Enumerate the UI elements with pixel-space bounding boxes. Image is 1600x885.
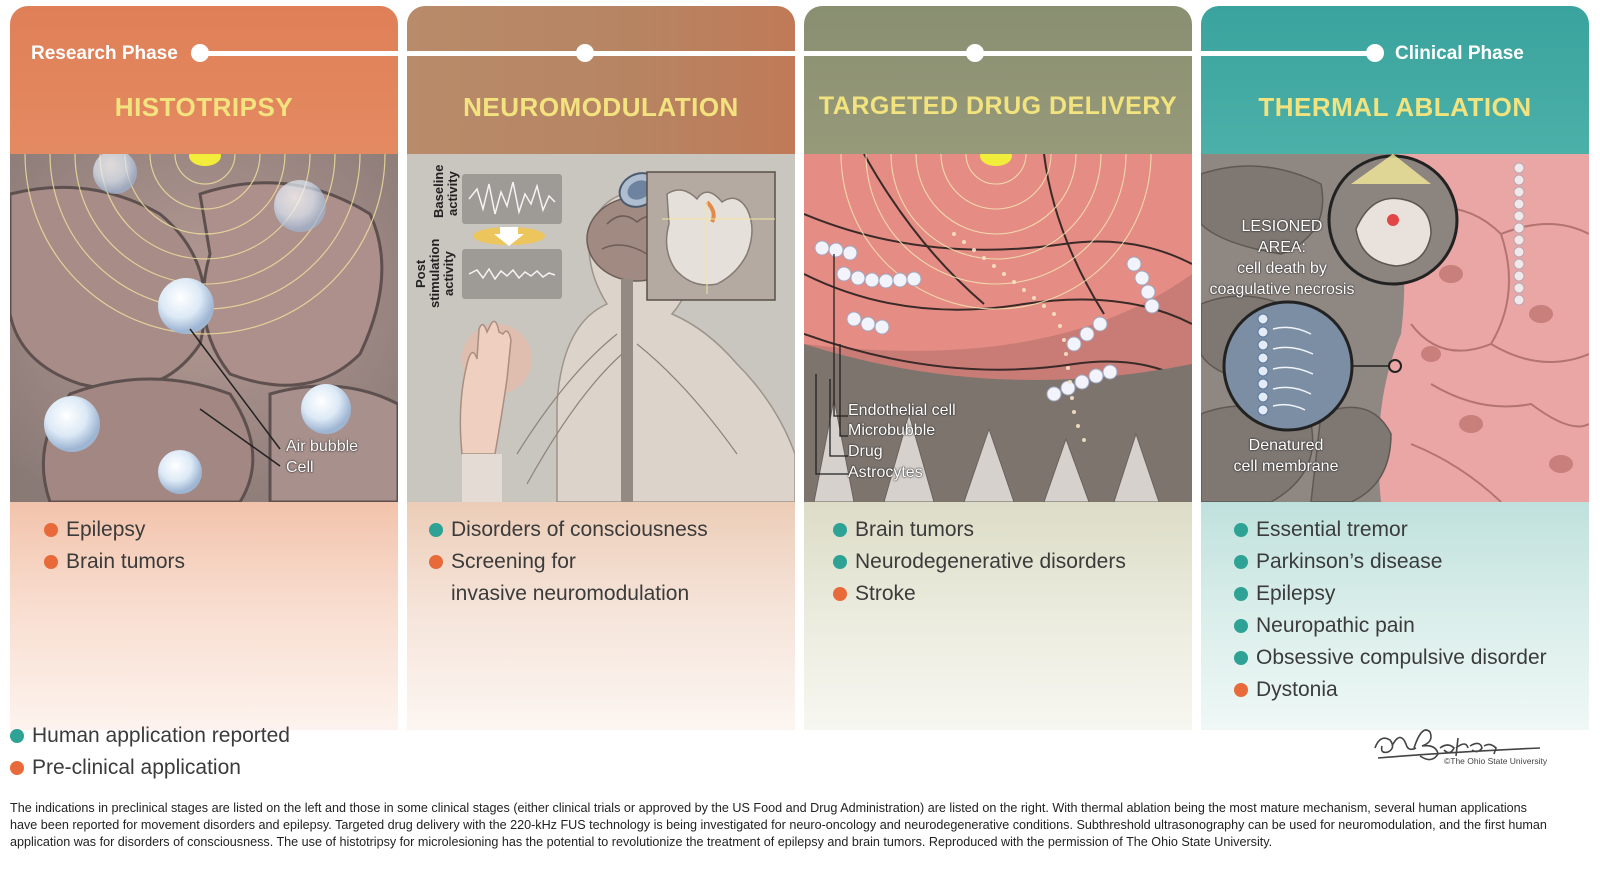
baseline-label: Baseline <box>431 164 446 218</box>
cell-membrane-label: cell membrane <box>1233 458 1339 475</box>
indication-list: Brain tumors Neurodegenerative disorders… <box>833 514 1126 610</box>
indications-area: Brain tumors Neurodegenerative disorders… <box>804 502 1192 730</box>
panel-histotripsy: HISTOTRIPSY <box>10 6 398 730</box>
panel-title: TARGETED DRUG DELIVERY <box>818 92 1178 120</box>
thermal-ablation-illustration: LESIONED AREA: cell death by coagulative… <box>1201 154 1589 503</box>
lesioned-label: LESIONED <box>1241 218 1323 235</box>
preclinical-dot <box>833 587 847 601</box>
copyright-credit: ©The Ohio State University <box>1444 756 1548 766</box>
panel-header: THERMAL ABLATION <box>1201 6 1589 154</box>
post-label: Post <box>413 259 428 288</box>
indication-list: Disorders of consciousness Screening for… <box>429 514 708 610</box>
human-dot <box>429 523 443 537</box>
drug-label: Drug <box>848 443 883 460</box>
human-dot <box>1234 555 1248 569</box>
panel-title: NEUROMODULATION <box>463 92 739 122</box>
microbubble-label: Microbubble <box>848 422 936 439</box>
preclinical-dot <box>429 555 443 569</box>
timeline-node <box>966 44 984 62</box>
cell-death-label: cell death by <box>1237 260 1327 277</box>
human-dot <box>10 729 24 743</box>
indication-item: Dystonia <box>1234 674 1547 706</box>
timeline-node <box>1366 44 1384 62</box>
panel-neuromodulation: NEUROMODULATION Baseline acti <box>407 6 795 730</box>
research-phase-label: Research Phase <box>31 43 178 64</box>
panel-header: HISTOTRIPSY <box>10 6 398 154</box>
artist-signature <box>1374 729 1541 761</box>
indication-item: Epilepsy <box>44 514 185 546</box>
drug-delivery-art <box>804 6 1192 503</box>
human-dot <box>1234 651 1248 665</box>
panel-header: NEUROMODULATION <box>407 6 795 154</box>
legend-item-human: Human application reported <box>10 720 290 752</box>
activity-label: activity <box>441 251 456 296</box>
indications-area: Disorders of consciousness Screening for… <box>407 502 795 730</box>
area-label: AREA: <box>1257 239 1306 256</box>
astrocytes-label: Astrocytes <box>848 464 923 481</box>
indication-item-continued: invasive neuromodulation <box>451 582 690 605</box>
clinical-phase-label: Clinical Phase <box>1395 43 1524 64</box>
timeline-node <box>191 44 209 62</box>
panel-targeted-drug-delivery: TARGETED DRUG DELIVERY <box>804 6 1192 730</box>
indication-item: Stroke <box>833 578 1126 610</box>
cell-label: Cell <box>286 459 314 476</box>
timeline-node <box>576 44 594 62</box>
air-bubble-label: Air bubble <box>286 438 359 455</box>
indication-item: Brain tumors <box>44 546 185 578</box>
preclinical-dot <box>44 555 58 569</box>
indication-item: Essential tremor <box>1234 514 1547 546</box>
indication-item: Brain tumors <box>833 514 1126 546</box>
denatured-label: Denatured <box>1248 437 1324 454</box>
human-dot <box>1234 619 1248 633</box>
thermal-ablation-art <box>1201 154 1589 503</box>
panel-header: TARGETED DRUG DELIVERY <box>804 6 1192 154</box>
indication-item: Neurodegenerative disorders <box>833 546 1126 578</box>
neuromodulation-illustration: Baseline activity Post stimulation activ… <box>407 154 795 503</box>
indications-area: Epilepsy Brain tumors <box>10 502 398 730</box>
panel-title: THERMAL ABLATION <box>1258 92 1532 122</box>
preclinical-dot <box>1234 683 1248 697</box>
human-dot <box>833 523 847 537</box>
panel-title: HISTOTRIPSY <box>114 92 294 122</box>
legend-item-preclinical: Pre-clinical application <box>10 752 290 784</box>
human-dot <box>833 555 847 569</box>
legend: Human application reported Pre-clinical … <box>10 720 290 784</box>
indication-item: Parkinson’s disease <box>1234 546 1547 578</box>
panel-thermal-ablation: THERMAL ABLATION <box>1201 6 1589 730</box>
indication-item: Disorders of consciousness <box>429 514 708 546</box>
preclinical-dot <box>10 761 24 775</box>
phase-timeline <box>200 51 1375 56</box>
indication-item: Screening for <box>429 546 708 578</box>
drug-delivery-illustration: Endothelial cell Microbubble Drug Astroc… <box>804 6 1192 503</box>
preclinical-dot <box>44 523 58 537</box>
indication-item: Epilepsy <box>1234 578 1547 610</box>
human-dot <box>1234 587 1248 601</box>
human-dot <box>1234 523 1248 537</box>
neuromodulation-art <box>407 154 795 503</box>
coagulative-necrosis-label: coagulative necrosis <box>1209 281 1355 298</box>
figure-caption: The indications in preclinical stages ar… <box>10 801 1547 849</box>
indication-list: Epilepsy Brain tumors <box>44 514 185 578</box>
indications-area: Essential tremor Parkinson’s disease Epi… <box>1201 502 1589 730</box>
indication-item: Neuropathic pain <box>1234 610 1547 642</box>
stimulation-label: stimulation <box>427 238 442 308</box>
activity-label: activity <box>445 171 460 216</box>
indication-item: Obsessive compulsive disorder <box>1234 642 1547 674</box>
histotripsy-illustration: Air bubble Cell <box>10 6 398 504</box>
endothelial-cell-label: Endothelial cell <box>848 402 956 419</box>
indication-list: Essential tremor Parkinson’s disease Epi… <box>1234 514 1547 706</box>
